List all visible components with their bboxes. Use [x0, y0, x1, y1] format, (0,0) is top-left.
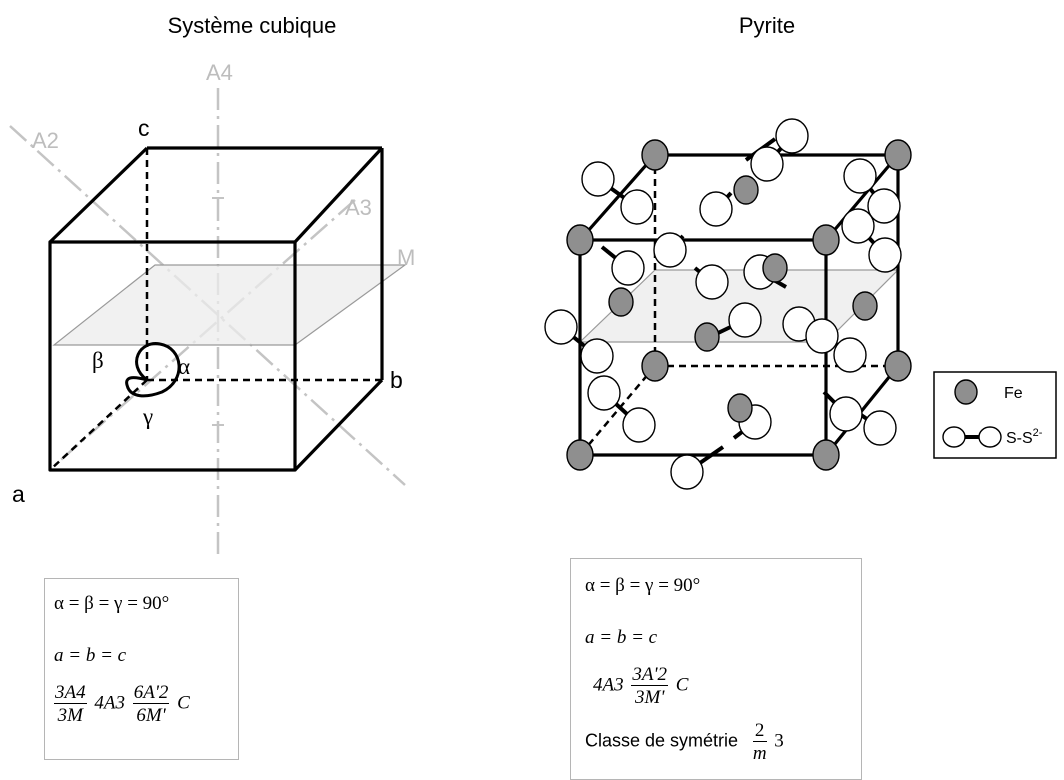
mirror-plane: [52, 264, 407, 346]
pyrite-angles-formula: α = β = γ = 90°: [585, 575, 701, 596]
beta-label: β: [92, 348, 104, 373]
gamma-label: γ: [142, 404, 153, 429]
cubic-title: Système cubique: [168, 13, 337, 38]
cube-front-face: [48, 240, 297, 472]
legend-fe-symbol: [954, 379, 978, 405]
alpha-label: α: [178, 354, 190, 379]
legend-fe-label: Fe: [1004, 385, 1023, 402]
pyrite-lengths-formula: a = b = c: [585, 627, 658, 648]
pyrite-title: Pyrite: [739, 13, 795, 38]
axis-a3-label: A3: [345, 195, 372, 220]
edge-a-label: a: [12, 481, 25, 507]
cubic-lengths-formula: a = b = c: [54, 645, 127, 666]
legend-s2-label: S-S2-: [1006, 427, 1043, 447]
edge-c-label: c: [138, 115, 150, 141]
cubic-diagram: Système cubique A4 A2 A3 M c b a α β γ: [9, 13, 415, 560]
legend-s2-symbol: [978, 426, 1002, 448]
axis-a2-label: A2: [32, 128, 59, 153]
mirror-label: M: [397, 245, 415, 270]
angle-loop: [125, 342, 181, 398]
pyrite-legend: Fe S-S2-: [933, 371, 1057, 459]
pyrite-diagram: Pyrite: [544, 13, 1057, 490]
axis-a4-label: A4: [206, 60, 233, 85]
hidden-edge-a: [49, 379, 148, 471]
cubic-angles-formula: α = β = γ = 90°: [54, 593, 170, 614]
edge-b-label: b: [390, 367, 403, 393]
